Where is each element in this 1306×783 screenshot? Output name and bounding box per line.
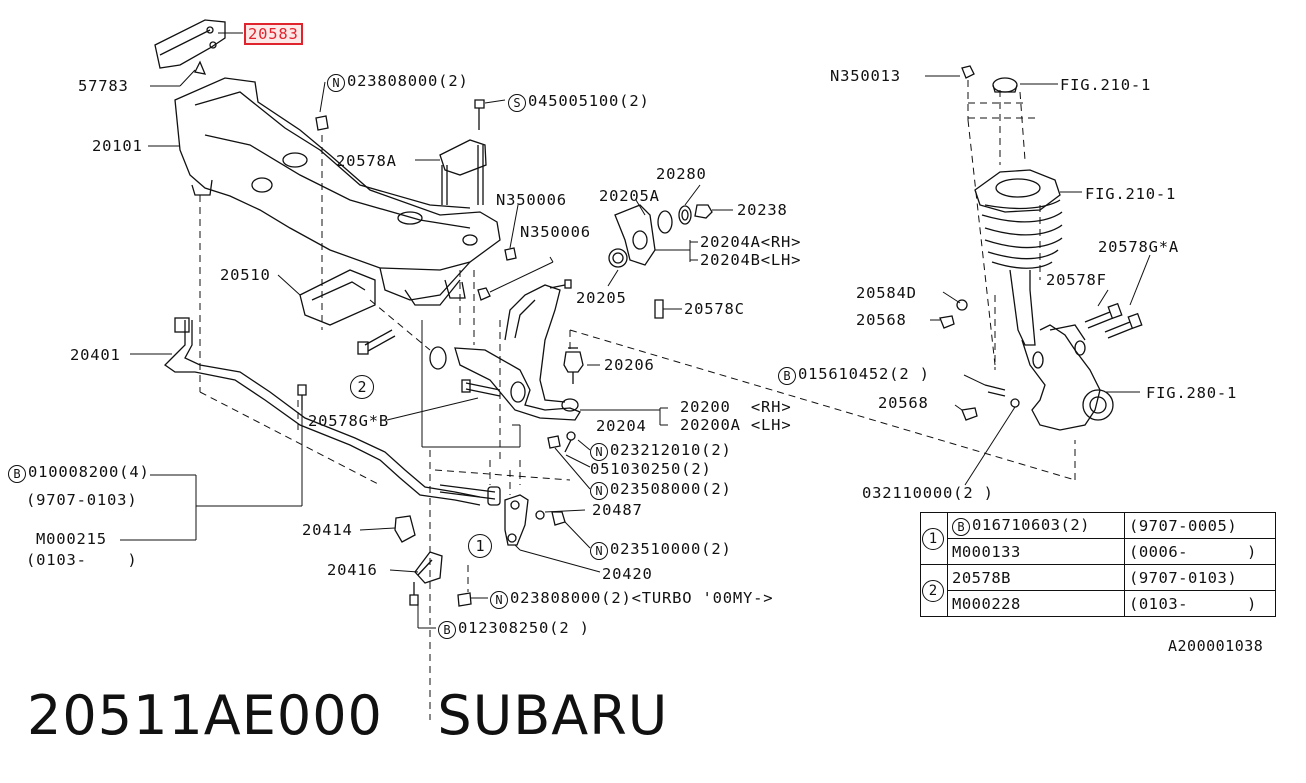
ball-joint-20206 xyxy=(563,347,584,384)
strut-assembly xyxy=(961,65,1114,431)
n-prefix-icon: N xyxy=(490,591,508,609)
label-032110000: 032110000(2 ) xyxy=(862,484,994,502)
label-fig-210-1-top: FIG.210-1 xyxy=(1060,76,1152,94)
link-20420 xyxy=(439,484,566,546)
n-prefix-icon: N xyxy=(590,482,608,500)
legend-part: 20578B xyxy=(947,564,1125,591)
legend-range: (0103- ) xyxy=(1124,590,1276,617)
clamp-20416 xyxy=(414,551,443,584)
label-20420: 20420 xyxy=(602,565,653,583)
stabilizer-bar-20401 xyxy=(163,317,481,506)
plate-20510 xyxy=(299,269,376,326)
label-20584D: 20584D xyxy=(856,284,917,302)
bolt-20578G-A xyxy=(1084,302,1143,339)
legend-part: M000133 xyxy=(947,538,1125,565)
part-number: 20511AE000 xyxy=(27,684,383,747)
label-20583-text: 20583 xyxy=(244,23,303,45)
label-N350013: N350013 xyxy=(830,67,901,85)
legend-row: M000228 (0103- ) xyxy=(921,590,1276,617)
label-20578F: 20578F xyxy=(1046,271,1107,289)
label-20101: 20101 xyxy=(92,137,143,155)
bushing-20414 xyxy=(394,515,416,543)
label-20206: 20206 xyxy=(604,356,655,374)
label-20205: 20205 xyxy=(576,289,627,307)
legend-range: (9707-0005) xyxy=(1124,512,1276,539)
label-20238: 20238 xyxy=(737,201,788,219)
label-20204: 20204 xyxy=(596,417,647,435)
label-20487: 20487 xyxy=(592,501,643,519)
label-20280: 20280 xyxy=(656,165,707,183)
nut-20568 xyxy=(939,315,955,329)
legend-part: M000228 xyxy=(947,590,1125,617)
label-20510: 20510 xyxy=(220,266,271,284)
legend-row: 2 20578B (9707-0103) xyxy=(920,564,1276,617)
label-20583[interactable]: 20583 xyxy=(244,23,303,45)
bolt-015610452 xyxy=(984,384,1006,397)
label-20205A: 20205A xyxy=(599,187,660,205)
b-prefix-icon: B xyxy=(8,465,26,483)
legend-group-2: 2 xyxy=(922,579,944,602)
lower-arm-20200 xyxy=(429,279,581,421)
bushing-20204 xyxy=(608,204,713,268)
label-fig-280-1: FIG.280-1 xyxy=(1146,384,1238,402)
label-M000215: M000215 xyxy=(36,530,107,548)
label-20416: 20416 xyxy=(327,561,378,579)
legend-range: (9707-0103) xyxy=(1124,564,1276,591)
bolt-20578A xyxy=(439,139,487,205)
legend-part: 016710603(2) xyxy=(972,515,1090,534)
legend-range: (0006- ) xyxy=(1124,538,1276,565)
n-prefix-icon: N xyxy=(590,542,608,560)
label-20204B: 20204B<LH> xyxy=(700,251,802,269)
nut-20568-lower xyxy=(961,407,978,421)
label-051030250: 051030250(2) xyxy=(590,460,712,478)
label-20578A: 20578A xyxy=(336,152,397,170)
legend-row: M000133 (0006- ) xyxy=(921,538,1276,565)
washer-20584D xyxy=(956,299,968,311)
bracket-20583 xyxy=(154,19,226,75)
callout-2: 2 xyxy=(350,375,374,399)
label-20568-a: 20568 xyxy=(856,311,907,329)
b-prefix-icon: B xyxy=(952,517,970,536)
label-20578C: 20578C xyxy=(684,300,745,318)
label-20401: 20401 xyxy=(70,346,121,364)
label-9707-0103: (9707-0103) xyxy=(26,491,138,509)
label-0103: (0103- ) xyxy=(26,551,138,569)
label-20200: 20200 <RH> xyxy=(680,398,792,416)
fasteners xyxy=(297,99,664,607)
s-prefix-icon: S xyxy=(508,94,526,112)
reference-code: A200001038 xyxy=(1168,637,1264,655)
n-prefix-icon: N xyxy=(590,443,608,461)
label-20578G-A: 20578G*A xyxy=(1098,238,1180,256)
crossmember-20101 xyxy=(174,77,501,306)
label-20414: 20414 xyxy=(302,521,353,539)
brand-name: SUBARU xyxy=(437,684,669,747)
b-prefix-icon: B xyxy=(438,621,456,639)
label-fig-210-1-mid: FIG.210-1 xyxy=(1085,185,1177,203)
label-20200A: 20200A <LH> xyxy=(680,416,792,434)
b-prefix-icon: B xyxy=(778,367,796,385)
washer-032110000 xyxy=(1010,398,1020,408)
label-20204A: 20204A<RH> xyxy=(700,233,802,251)
n-prefix-icon: N xyxy=(327,74,345,92)
callout-1: 1 xyxy=(468,534,492,558)
label-57783: 57783 xyxy=(78,77,129,95)
label-20578G-B: 20578G*B xyxy=(308,412,390,430)
legend-group-1: 1 xyxy=(922,527,944,550)
footer-title: 20511AE000 SUBARU xyxy=(27,684,668,747)
label-N350006-a: N350006 xyxy=(496,191,567,209)
label-20568-b: 20568 xyxy=(878,394,929,412)
label-N350006-b: N350006 xyxy=(520,223,591,241)
